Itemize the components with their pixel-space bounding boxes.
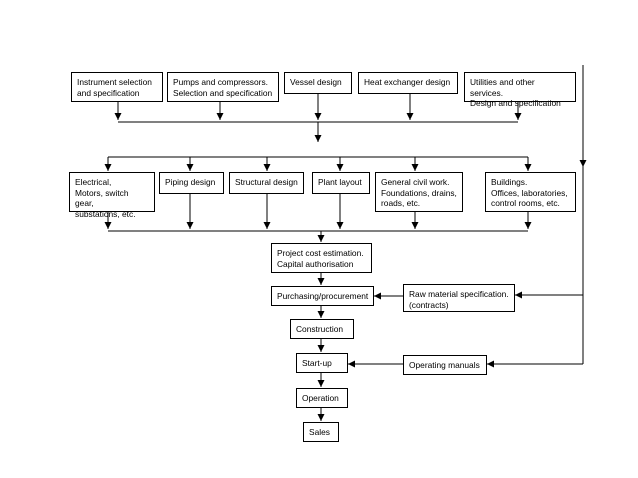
piping-design-box: Piping design bbox=[159, 172, 224, 194]
buildings-down-arrow-head bbox=[524, 222, 532, 229]
utilities-services-box: Utilities and other services. Design and… bbox=[464, 72, 576, 108]
piping-down-arrow-head bbox=[186, 222, 194, 229]
operation-to-sales-arrow-head bbox=[317, 414, 325, 421]
vessel-down-arrow-head bbox=[314, 113, 322, 120]
purchasing-to-construction-arrow-head bbox=[317, 311, 325, 318]
to-structural-arrow-head bbox=[263, 164, 271, 171]
raw-material-specification-box: Raw material specification. (contracts) bbox=[403, 284, 515, 312]
to-civil-arrow-head bbox=[411, 164, 419, 171]
to-piping-arrow-head bbox=[186, 164, 194, 171]
plant-layout-box: Plant layout bbox=[312, 172, 370, 194]
feed-to-manuals-head bbox=[487, 360, 494, 368]
to-plant-layout-arrow-head bbox=[336, 164, 344, 171]
buildings-box: Buildings. Offices, laboratories, contro… bbox=[485, 172, 576, 212]
heat-exchanger-design-box: Heat exchanger design bbox=[358, 72, 458, 94]
civil-down-arrow-head bbox=[411, 222, 419, 229]
startup-to-operation-arrow-head bbox=[317, 380, 325, 387]
plant-layout-down-arrow-head bbox=[336, 222, 344, 229]
manuals-to-startup-head bbox=[348, 360, 355, 368]
instrument-selection-box: Instrument selection and specification bbox=[71, 72, 163, 102]
to-buildings-arrow-head bbox=[524, 164, 532, 171]
electrical-box: Electrical, Motors, switch gear, substat… bbox=[69, 172, 155, 219]
vessel-design-box: Vessel design bbox=[284, 72, 352, 94]
heatex-down-arrow-head bbox=[406, 113, 414, 120]
structural-design-box: Structural design bbox=[229, 172, 304, 194]
top-to-distributor-arrow-head bbox=[314, 135, 322, 142]
civil-work-box: General civil work. Foundations, drains,… bbox=[375, 172, 463, 212]
purchasing-procurement-box: Purchasing/procurement bbox=[271, 286, 374, 306]
operation-box: Operation bbox=[296, 388, 348, 408]
instrument-down-arrow-head bbox=[114, 113, 122, 120]
sales-box: Sales bbox=[303, 422, 339, 442]
pumps-compressors-box: Pumps and compressors. Selection and spe… bbox=[167, 72, 279, 102]
project-cost-estimation-box: Project cost estimation. Capital authori… bbox=[271, 243, 372, 273]
to-cost-estimation-arrow-head bbox=[317, 235, 325, 242]
raw-material-to-purchasing-head bbox=[374, 292, 381, 300]
pumps-down-arrow-head bbox=[216, 113, 224, 120]
to-electrical-arrow-head bbox=[104, 164, 112, 171]
construction-to-startup-arrow-head bbox=[317, 345, 325, 352]
right-feed-down-head bbox=[579, 160, 587, 167]
feed-to-raw-material-head bbox=[515, 291, 522, 299]
construction-box: Construction bbox=[290, 319, 354, 339]
operating-manuals-box: Operating manuals bbox=[403, 355, 487, 375]
utilities-down-arrow-head bbox=[514, 113, 522, 120]
cost-to-purchasing-arrow-head bbox=[317, 278, 325, 285]
electrical-down-arrow-head bbox=[104, 222, 112, 229]
structural-down-arrow-head bbox=[263, 222, 271, 229]
start-up-box: Start-up bbox=[296, 353, 348, 373]
